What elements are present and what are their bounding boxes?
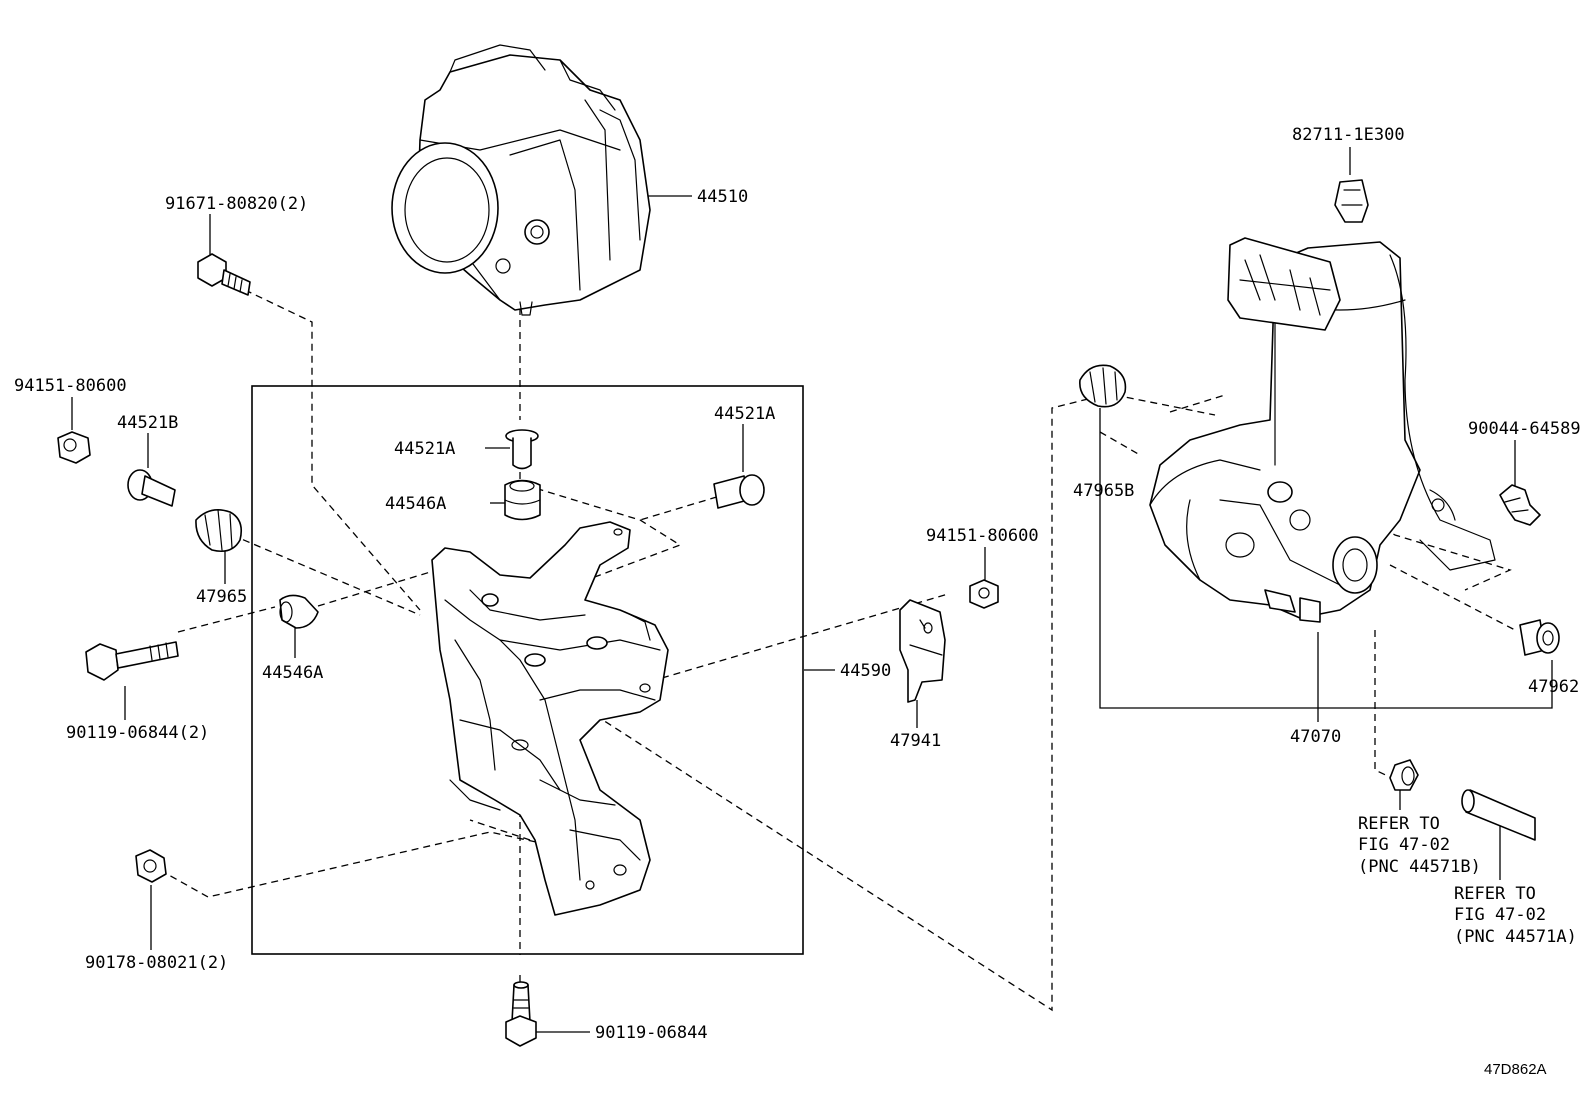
label-44510: 44510 <box>697 187 748 207</box>
collar-44521a-right[interactable] <box>713 474 765 509</box>
label-47965b: 47965B <box>1073 481 1134 501</box>
label-94151-mid: 94151-80600 <box>926 526 1039 546</box>
label-91671: 91671-80820(2) <box>165 194 308 214</box>
label-47070: 47070 <box>1290 727 1341 747</box>
figure-code: 47D862A <box>1484 1061 1547 1078</box>
collar-44521a-inner[interactable] <box>505 429 539 470</box>
bolt-90119-long[interactable] <box>85 641 179 681</box>
label-44590: 44590 <box>840 661 891 681</box>
refer-b-line-3: (PNC 44571B) <box>1358 857 1481 877</box>
collar-44521b[interactable] <box>127 469 176 507</box>
bracket-kit-frame <box>251 385 804 955</box>
actuator-44510[interactable] <box>391 44 651 316</box>
part-labels: 44510 91671-80820(2) 94151-80600 44521B … <box>14 125 1581 1078</box>
leader-lines <box>71 147 1553 1033</box>
label-90119: 90119-06844 <box>595 1023 708 1043</box>
refer-b-line-1: REFER TO <box>1358 814 1440 834</box>
label-90044: 90044-64589 <box>1468 419 1581 439</box>
label-47941: 47941 <box>890 731 941 751</box>
label-90119-2: 90119-06844(2) <box>66 723 209 743</box>
hose-44571a[interactable] <box>1461 789 1536 841</box>
collar-47962[interactable] <box>1519 619 1560 656</box>
bracket-47941[interactable] <box>899 599 946 703</box>
refer-a-line-1: REFER TO <box>1454 884 1536 904</box>
nut-94151-left[interactable] <box>57 431 91 464</box>
label-44546a-inner: 44546A <box>385 494 446 514</box>
grommet-44546a-inner[interactable] <box>504 479 541 521</box>
refer-a-line-2: FIG 47-02 <box>1454 905 1546 925</box>
label-47965: 47965 <box>196 587 247 607</box>
refer-a-line-3: (PNC 44571A) <box>1454 927 1577 947</box>
label-44521a-right: 44521A <box>714 404 775 424</box>
connector-82711[interactable] <box>1334 179 1369 223</box>
nut-94151-mid[interactable] <box>969 579 999 609</box>
label-94151-left: 94151-80600 <box>14 376 127 396</box>
refer-note-44571a: REFER TO FIG 47-02 (PNC 44571A) <box>1454 884 1577 947</box>
refer-note-44571b: REFER TO FIG 47-02 (PNC 44571B) <box>1358 814 1481 877</box>
label-82711: 82711-1E300 <box>1292 125 1405 145</box>
grommet-44546a-left[interactable] <box>279 594 319 629</box>
bolt-90119-bottom[interactable] <box>505 981 537 1047</box>
bolt-91671[interactable] <box>197 253 251 296</box>
damper-47965b[interactable] <box>1079 364 1127 408</box>
refer-b-line-2: FIG 47-02 <box>1358 835 1450 855</box>
nut-90178[interactable] <box>135 849 167 883</box>
label-90178: 90178-08021(2) <box>85 953 228 973</box>
pump-motor-47070[interactable] <box>1149 237 1496 623</box>
clip-90044[interactable] <box>1499 484 1541 526</box>
label-44521a-inner: 44521A <box>394 439 455 459</box>
bracket-44590[interactable] <box>431 521 669 916</box>
label-47962: 47962 <box>1528 677 1579 697</box>
label-44521b: 44521B <box>117 413 178 433</box>
label-44546a-left: 44546A <box>262 663 323 683</box>
clip-44571b[interactable] <box>1389 759 1419 791</box>
damper-47965[interactable] <box>195 509 243 553</box>
